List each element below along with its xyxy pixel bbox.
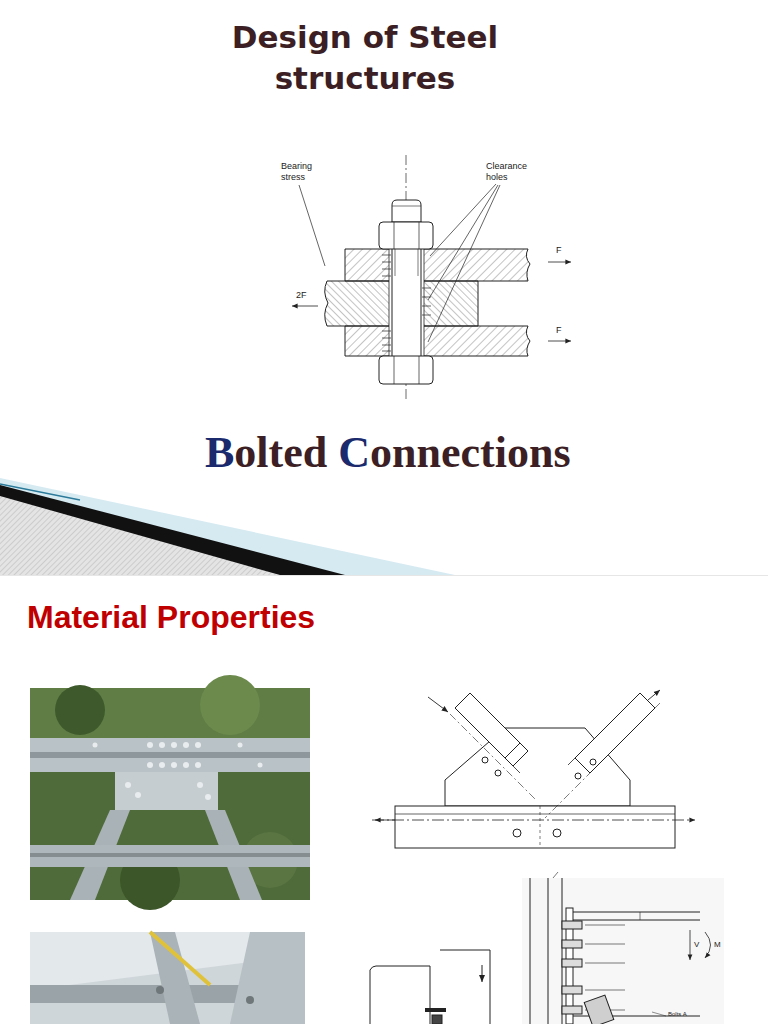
slide-subtitle: Bolted Connections <box>205 427 571 479</box>
bolt-section-drawing <box>292 155 571 402</box>
part-label: Bolts A <box>668 1010 687 1018</box>
gusset-joint-drawing <box>372 690 695 848</box>
slide-title: Design of Steel structures <box>200 17 530 99</box>
force-label: F <box>556 325 562 336</box>
truss-photo <box>30 675 310 910</box>
force-label: V <box>694 940 699 950</box>
force-label: M <box>714 940 721 950</box>
seated-connection-drawing <box>370 950 490 1024</box>
steel-frame-photo <box>30 932 305 1024</box>
force-label: F <box>556 245 562 256</box>
callout-label: Clearance holes <box>486 161 536 183</box>
force-label: 2F <box>296 290 307 301</box>
callout-label: Bearing stress <box>281 161 325 183</box>
end-plate-connection-drawing <box>522 872 724 1024</box>
slide-swoosh <box>0 478 455 575</box>
section-heading: Material Properties <box>27 598 315 636</box>
